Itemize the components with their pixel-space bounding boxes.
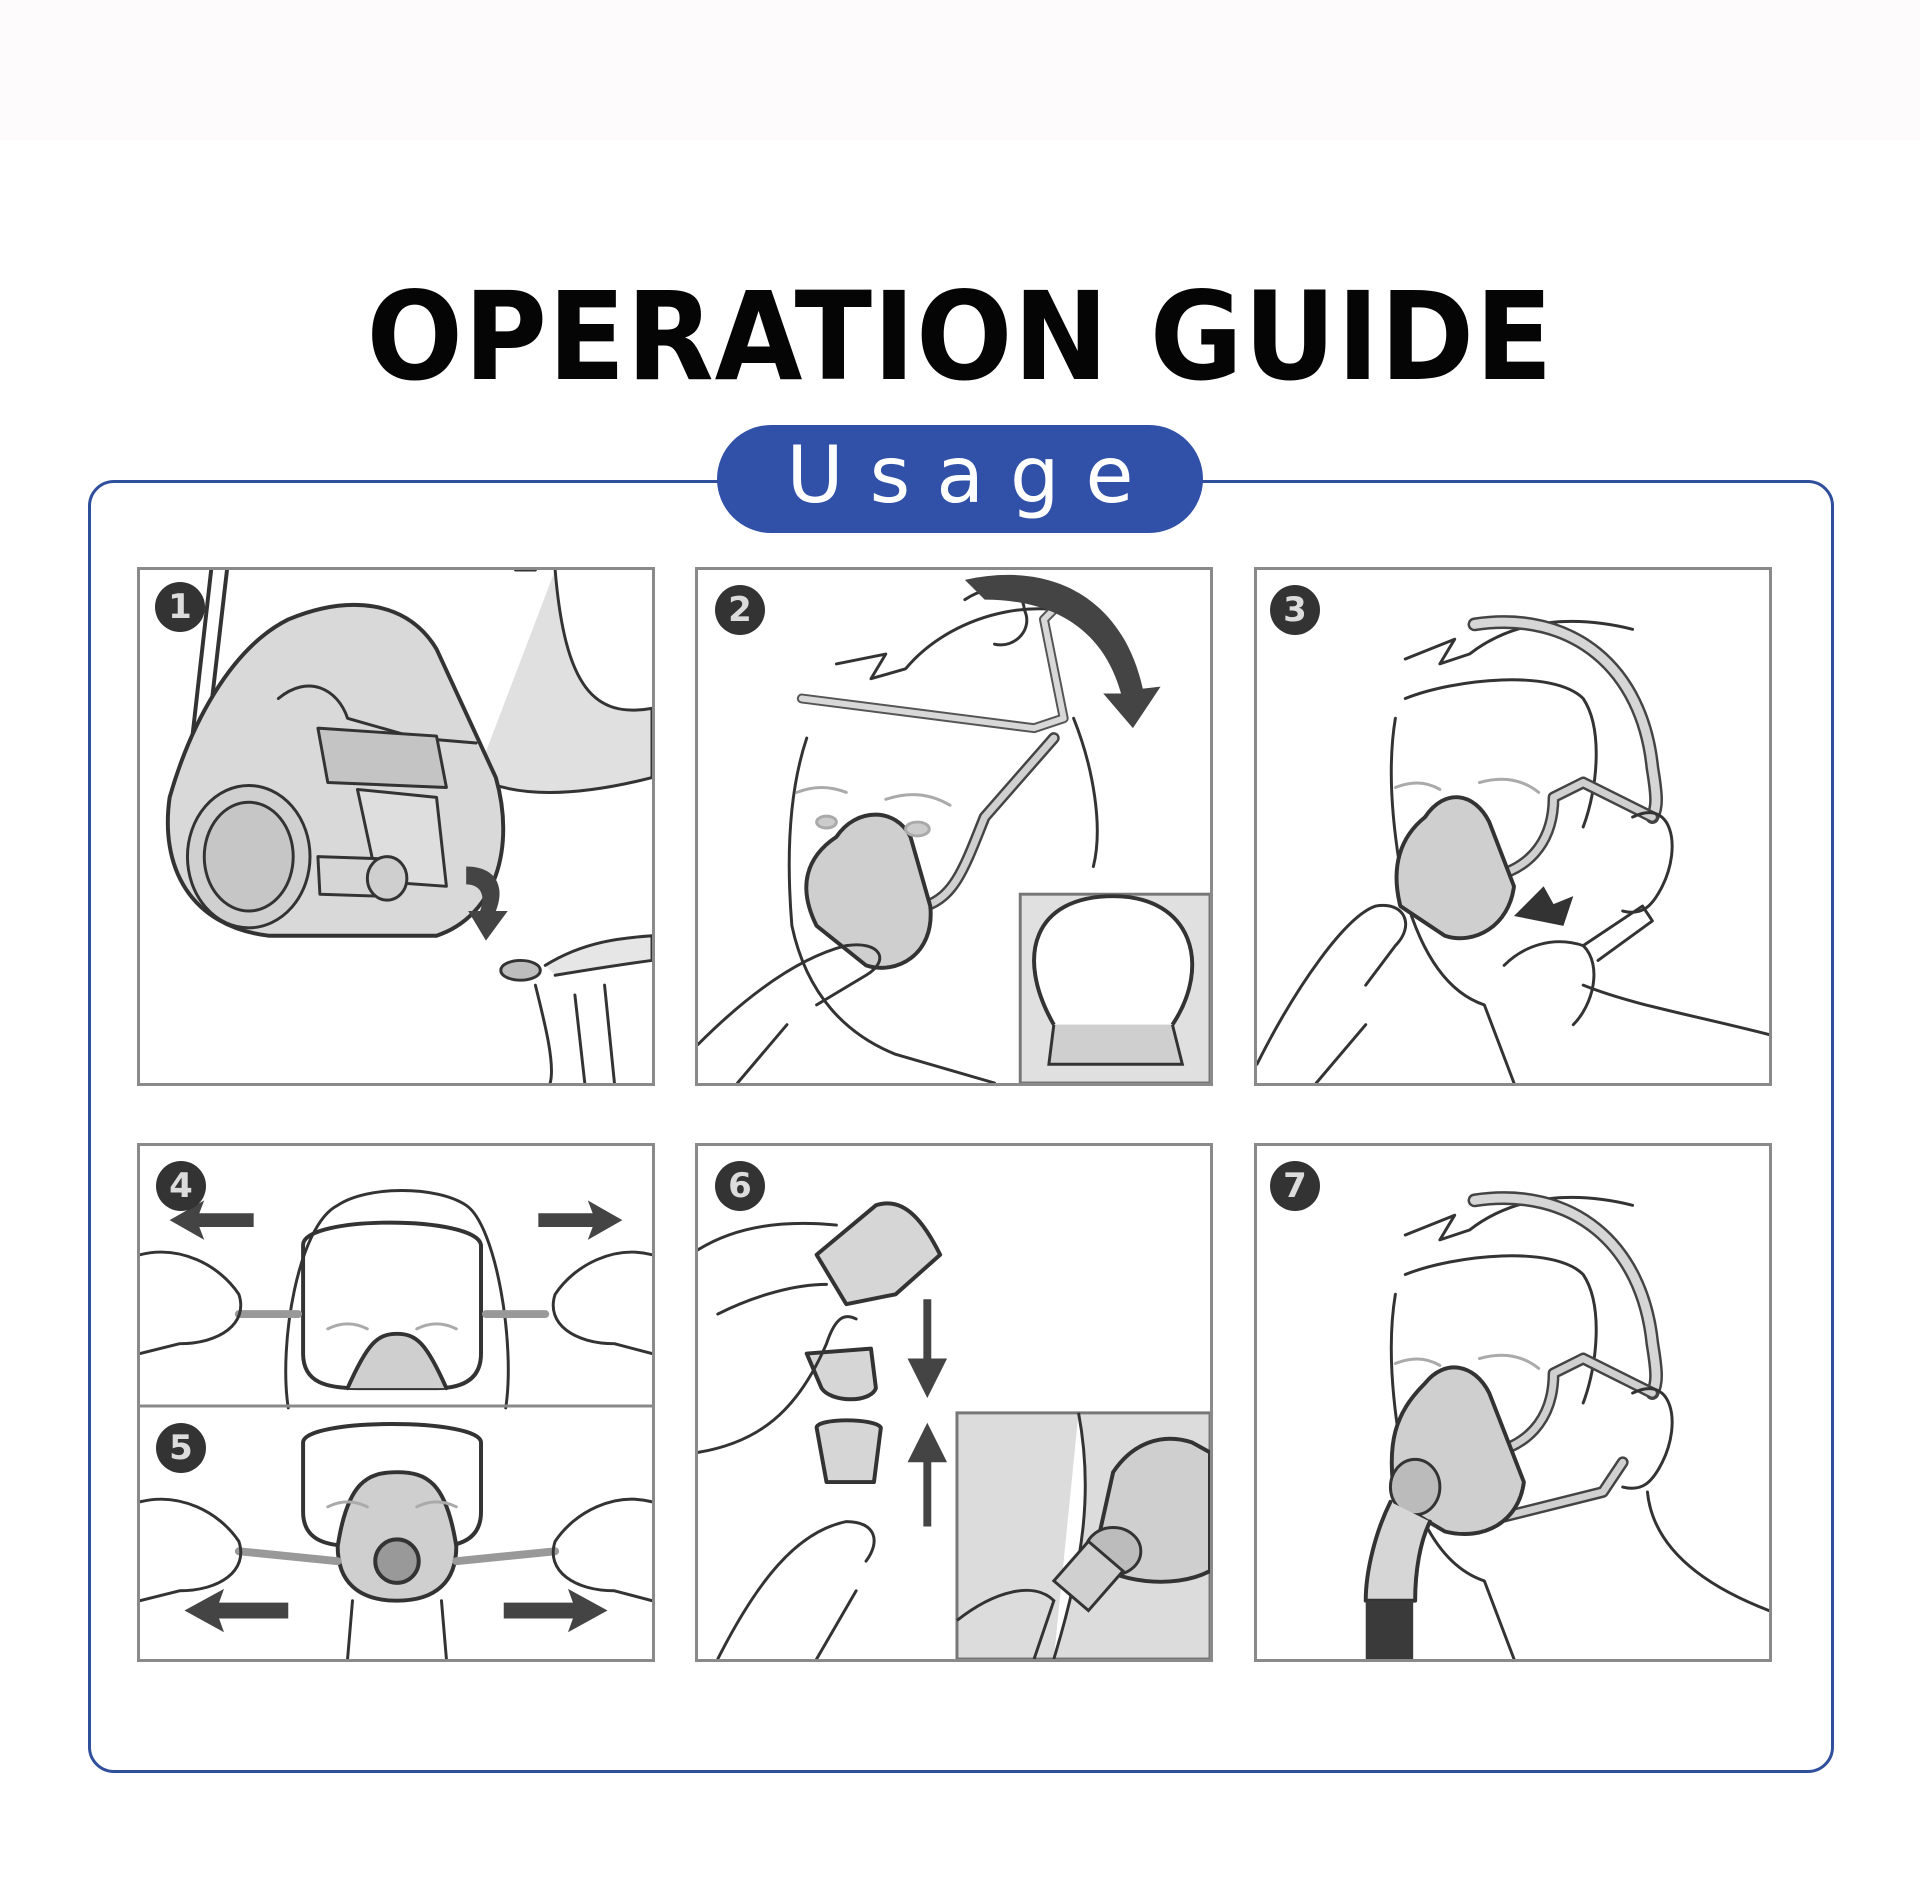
step-7-panel: 7 <box>1254 1143 1772 1662</box>
step-3-panel: 3 <box>1254 567 1772 1086</box>
step-1-panel: 1 <box>137 567 655 1086</box>
top-band <box>0 0 1920 140</box>
step-4-5-panel: 4 5 <box>137 1143 655 1662</box>
step-number-badge: 5 <box>156 1423 206 1473</box>
step-3-illustration-icon <box>1257 615 1769 1083</box>
step-number-badge: 2 <box>715 585 765 635</box>
step-6-panel: 6 <box>695 1143 1213 1662</box>
step-6-illustration-icon <box>698 1201 1210 1659</box>
step-7-illustration-icon <box>1363 1191 1769 1659</box>
usage-label-text: Usage <box>786 431 1160 521</box>
step-number-badge: 7 <box>1270 1161 1320 1211</box>
step-4-5-illustration-icon <box>140 1189 652 1659</box>
step-number-badge: 3 <box>1270 585 1320 635</box>
step-number-badge: 4 <box>156 1161 206 1211</box>
step-2-illustration-icon <box>698 574 1210 1083</box>
step-1-illustration-icon <box>165 570 652 1083</box>
step-2-panel: 2 <box>695 567 1213 1086</box>
step-number-badge: 1 <box>155 582 205 632</box>
page-title: OPERATION GUIDE <box>366 265 1554 408</box>
step-number-badge: 6 <box>715 1161 765 1211</box>
usage-section-label: Usage <box>717 425 1203 533</box>
